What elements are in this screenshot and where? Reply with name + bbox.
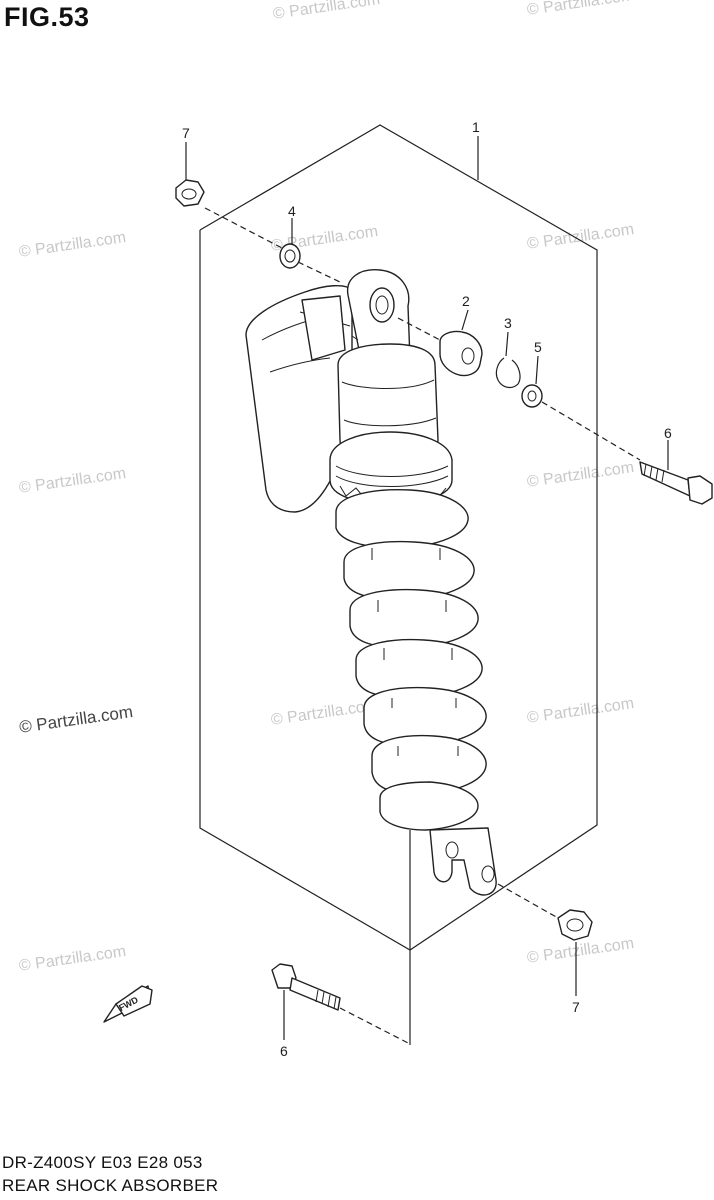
- upper-mount: [346, 269, 411, 366]
- washer-part-5: [521, 384, 543, 408]
- callout-2: 2: [462, 293, 470, 309]
- washer-part-4: [279, 243, 301, 269]
- assembly-box: [199, 124, 598, 1045]
- figure-title: FIG.53: [4, 2, 90, 32]
- callout-7-bottom: 7: [572, 999, 580, 1015]
- circlip-part-3: [495, 357, 521, 389]
- lower-clevis: [429, 827, 497, 896]
- callout-5: 5: [534, 339, 542, 355]
- shock-body: [329, 343, 453, 505]
- fwd-arrow-icon: FWD: [103, 985, 153, 1023]
- figure-name: REAR SHOCK ABSORBER: [2, 1176, 219, 1195]
- callout-3: 3: [504, 315, 512, 331]
- callout-6-right: 6: [664, 425, 672, 441]
- bushing-part-2: [439, 330, 483, 377]
- coil-spring: [335, 488, 487, 831]
- callout-4: 4: [288, 203, 296, 219]
- callout-numbers: 1 2 3 4 5 6 7 6 7: [182, 119, 672, 1059]
- model-code: DR-Z400SY E03 E28 053: [2, 1153, 203, 1172]
- bolt-part-6-right: [639, 461, 713, 505]
- callout-1: 1: [472, 119, 480, 135]
- callout-6-bottom: 6: [280, 1043, 288, 1059]
- nut-part-7-top: [175, 179, 205, 207]
- assembly-lines: [204, 207, 641, 1045]
- bolt-part-6-bottom: [271, 963, 341, 1011]
- callout-7-top: 7: [182, 125, 190, 141]
- nut-part-7-bottom: [557, 909, 593, 941]
- reservoir-body: [245, 285, 353, 513]
- leader-lines: [185, 136, 669, 1040]
